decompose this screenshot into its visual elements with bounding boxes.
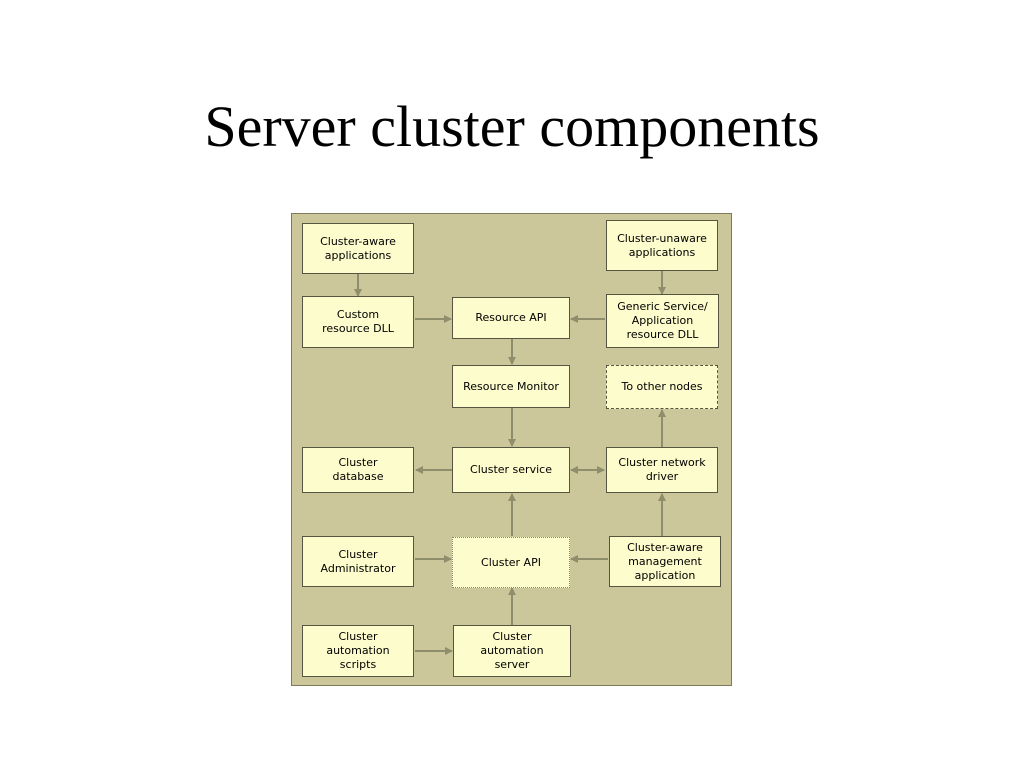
node-cluster-database: Cluster database: [302, 447, 414, 493]
node-cluster-service: Cluster service: [452, 447, 570, 493]
node-to-other-nodes: To other nodes: [606, 365, 718, 409]
node-resource-monitor: Resource Monitor: [452, 365, 570, 408]
node-cluster-administrator: Cluster Administrator: [302, 536, 414, 587]
node-generic-service-dll: Generic Service/ Application resource DL…: [606, 294, 719, 348]
diagram-panel: Cluster-aware applications Cluster-unawa…: [291, 213, 732, 686]
node-cluster-automation-server: Cluster automation server: [453, 625, 571, 677]
node-cluster-aware-management-application: Cluster-aware management application: [609, 536, 721, 587]
connector-arrows: [354, 271, 666, 655]
node-custom-resource-dll: Custom resource DLL: [302, 296, 414, 348]
slide-title: Server cluster components: [204, 94, 820, 159]
node-resource-api: Resource API: [452, 297, 570, 339]
node-cluster-network-driver: Cluster network driver: [606, 447, 718, 493]
node-cluster-unaware-applications: Cluster-unaware applications: [606, 220, 718, 271]
node-cluster-aware-applications: Cluster-aware applications: [302, 223, 414, 274]
node-cluster-api: Cluster API: [452, 537, 570, 588]
node-cluster-automation-scripts: Cluster automation scripts: [302, 625, 414, 677]
